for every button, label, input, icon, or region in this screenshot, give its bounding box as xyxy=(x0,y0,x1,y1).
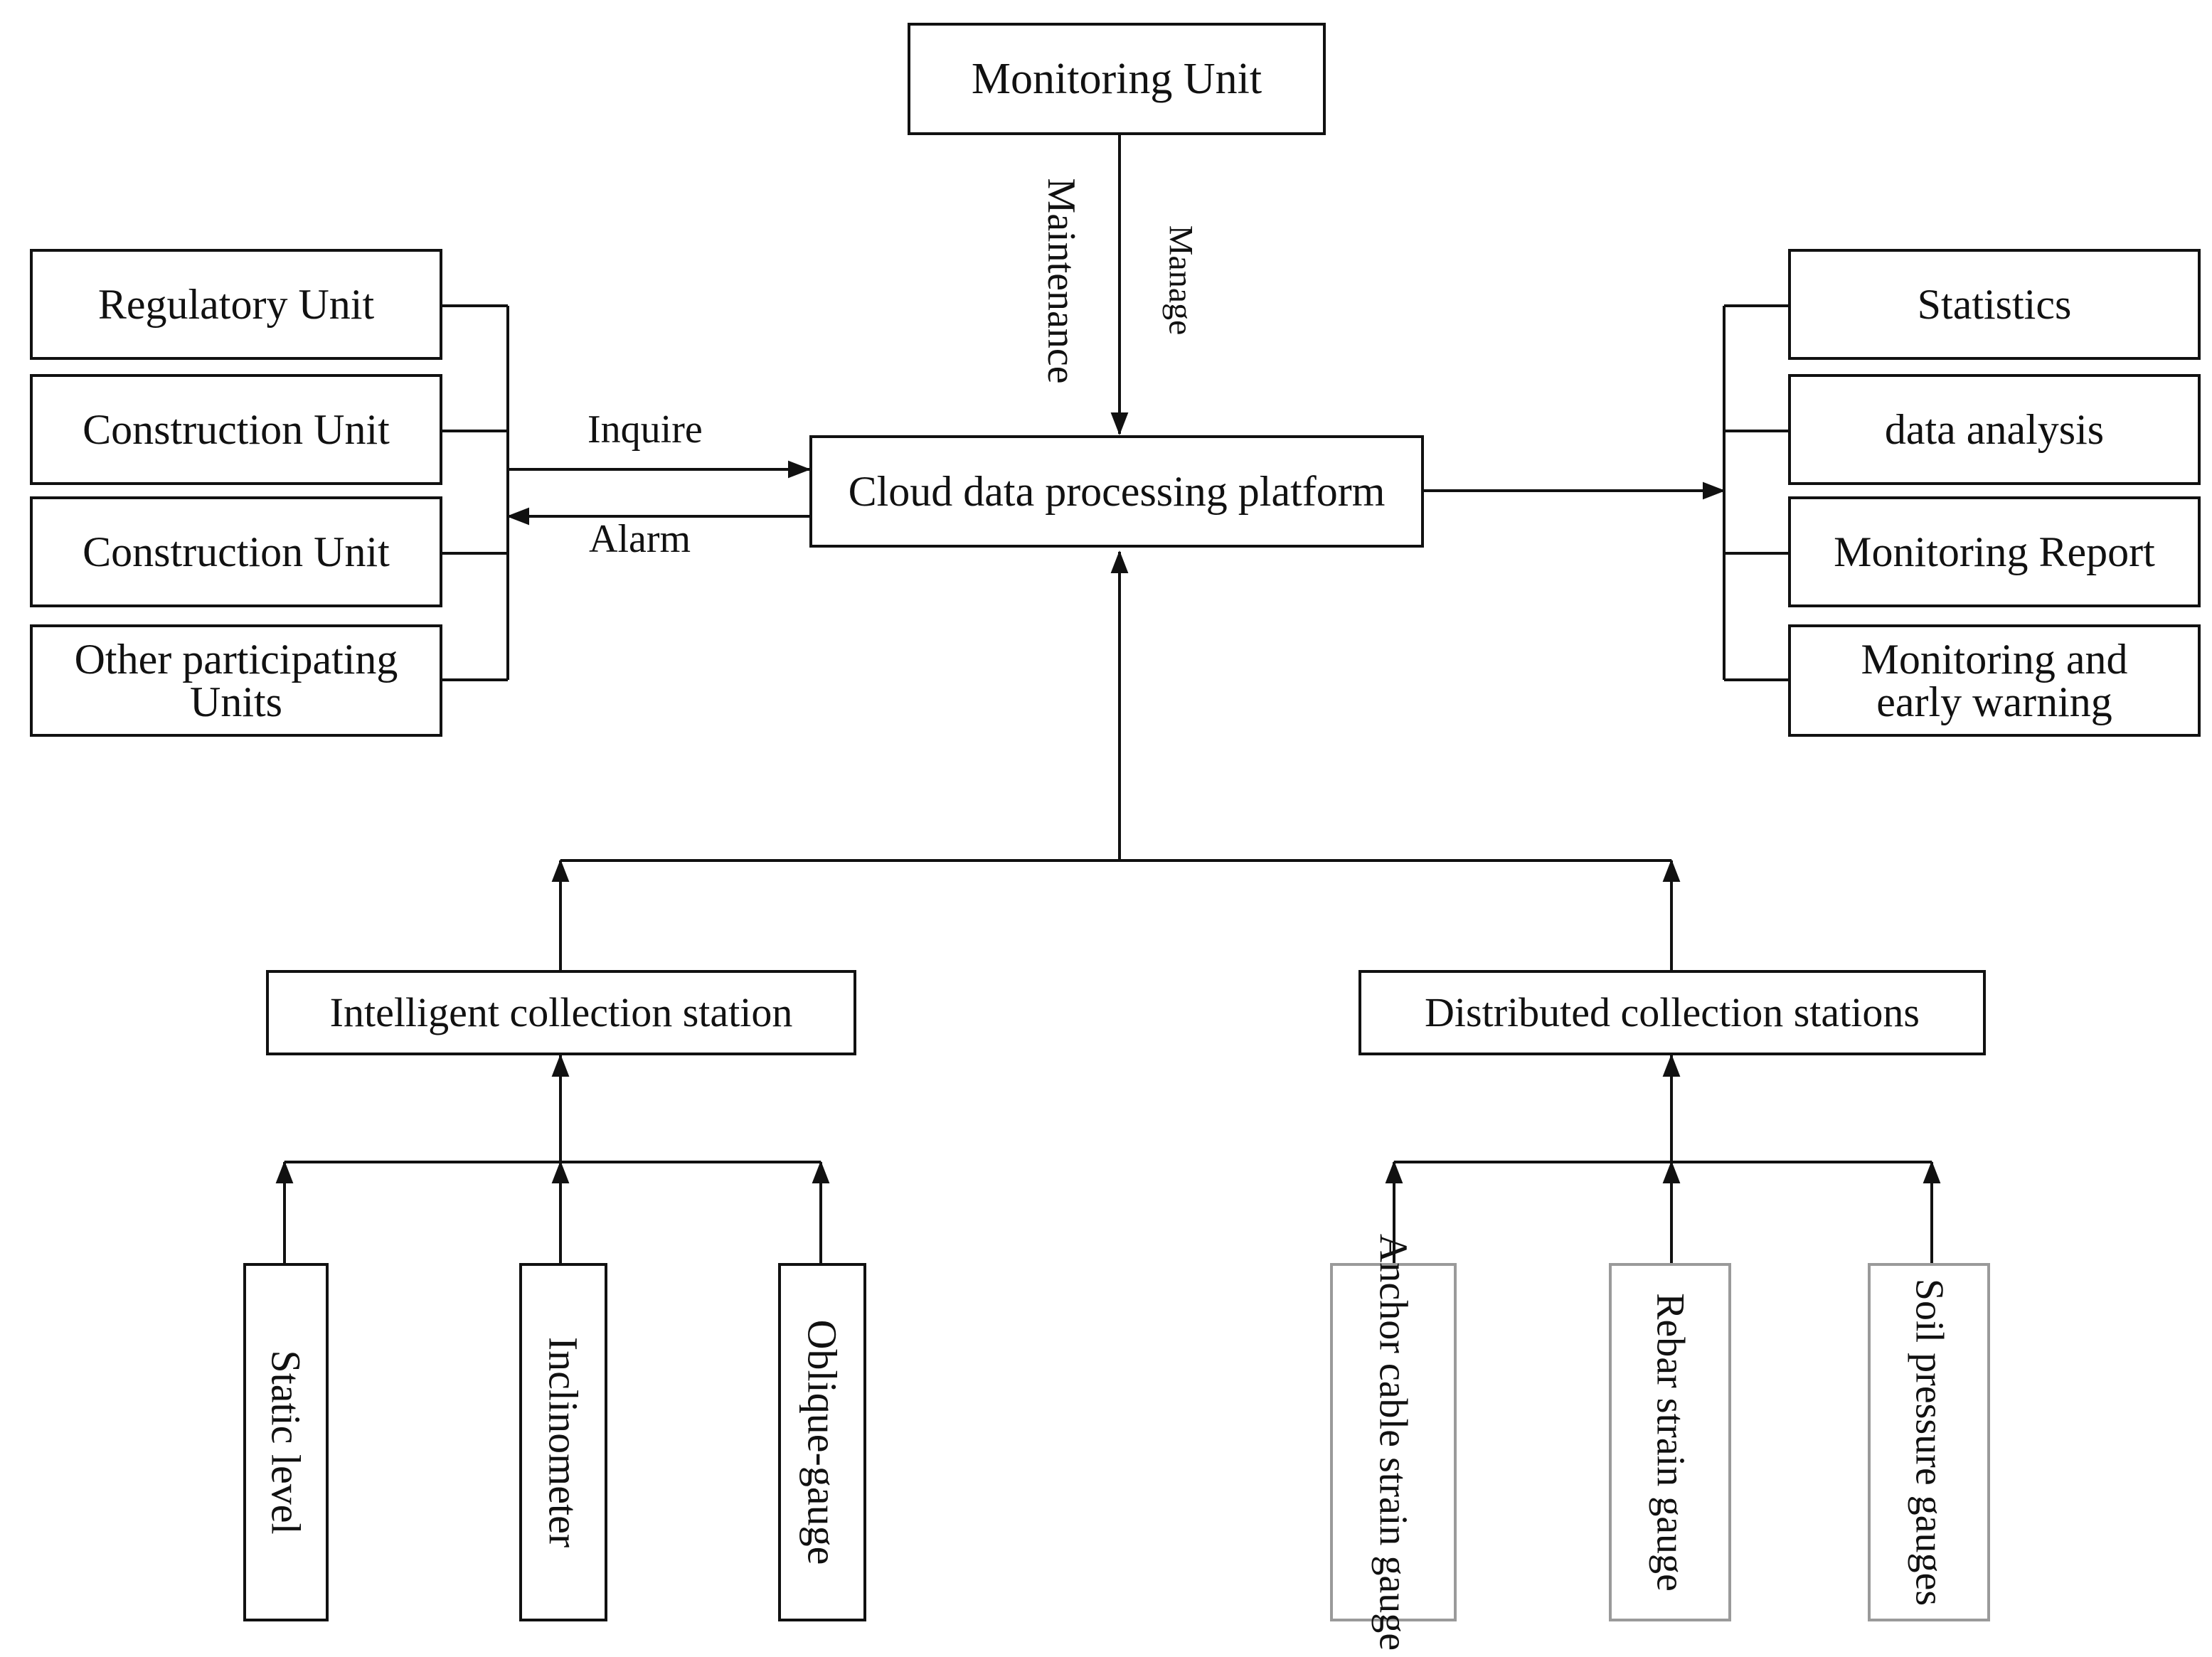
data-analysis-box: data analysis xyxy=(1788,374,2201,485)
monitoring-unit-label: Monitoring Unit xyxy=(971,55,1262,103)
construction-unit-box: Construction Unit xyxy=(30,496,442,607)
inquire-edge-label: Inquire xyxy=(587,407,703,452)
sensor-label: Rebar strain gauge xyxy=(1648,1293,1693,1592)
maintenance-edge-label: Maintenance xyxy=(1039,178,1083,384)
sensor-label: Soil pressure gauges xyxy=(1907,1278,1952,1607)
output-label: Monitoring Report xyxy=(1834,528,2155,575)
rebar-strain-gauge-box xyxy=(1609,1263,1731,1621)
output-label: Monitoring and early warning xyxy=(1861,636,2128,725)
sensor-label: Anchor cable strain gauge xyxy=(1371,1233,1415,1651)
soil-pressure-gauge-box xyxy=(1868,1263,1990,1621)
oblique-gauge-box xyxy=(778,1263,866,1621)
monitoring-report-box: Monitoring Report xyxy=(1788,496,2201,607)
left-unit-label: Construction Unit xyxy=(83,528,390,575)
cloud-platform-box: Cloud data processing platform xyxy=(809,435,1424,548)
sensor-label: Inclinometer xyxy=(540,1336,587,1548)
construction-unit-box: Construction Unit xyxy=(30,374,442,485)
anchor-cable-gauge-box xyxy=(1330,1263,1457,1621)
statistics-box: Statistics xyxy=(1788,249,2201,360)
monitoring-unit-box: Monitoring Unit xyxy=(908,23,1326,135)
output-label: data analysis xyxy=(1884,406,2105,453)
distributed-station-label: Distributed collection stations xyxy=(1425,989,1920,1035)
intelligent-station-label: Intelligent collection station xyxy=(329,989,793,1035)
left-unit-label: Regulatory Unit xyxy=(97,281,375,328)
manage-edge-label: Manage xyxy=(1161,225,1200,336)
cloud-platform-label: Cloud data processing platform xyxy=(848,468,1386,515)
sensor-label: Static level xyxy=(262,1350,309,1535)
distributed-station-box: Distributed collection stations xyxy=(1358,970,1986,1055)
early-warning-box: Monitoring and early warning xyxy=(1788,624,2201,737)
left-unit-label: Construction Unit xyxy=(83,406,390,453)
intelligent-station-box: Intelligent collection station xyxy=(266,970,856,1055)
inclinometer-box xyxy=(519,1263,607,1621)
other-units-box: Other participating Units xyxy=(30,624,442,737)
static-level-box xyxy=(243,1263,329,1621)
left-unit-label: Other participating Units xyxy=(74,636,398,725)
regulatory-unit-box: Regulatory Unit xyxy=(30,249,442,360)
sensor-label: Oblique-gauge xyxy=(799,1319,846,1565)
alarm-edge-label: Alarm xyxy=(589,517,691,561)
output-label: Statistics xyxy=(1917,281,2072,328)
